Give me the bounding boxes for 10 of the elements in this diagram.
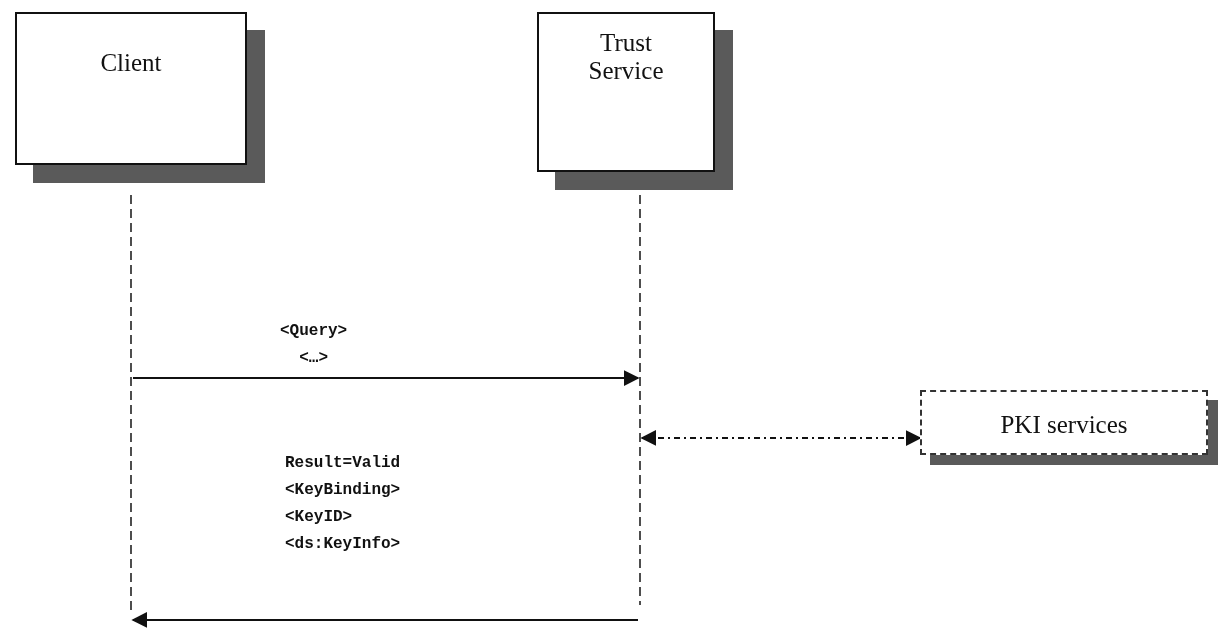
message-arrow [132, 370, 640, 386]
service-box [920, 390, 1208, 455]
participant-box [537, 12, 715, 172]
message-arrow [131, 612, 639, 628]
participant-name: Trust Service [587, 29, 665, 85]
message-arrow [640, 430, 922, 446]
participant-name: PKI services [1000, 411, 1128, 439]
participant-box [15, 12, 247, 165]
participant-name: Client [100, 49, 162, 77]
lifeline [638, 195, 642, 605]
